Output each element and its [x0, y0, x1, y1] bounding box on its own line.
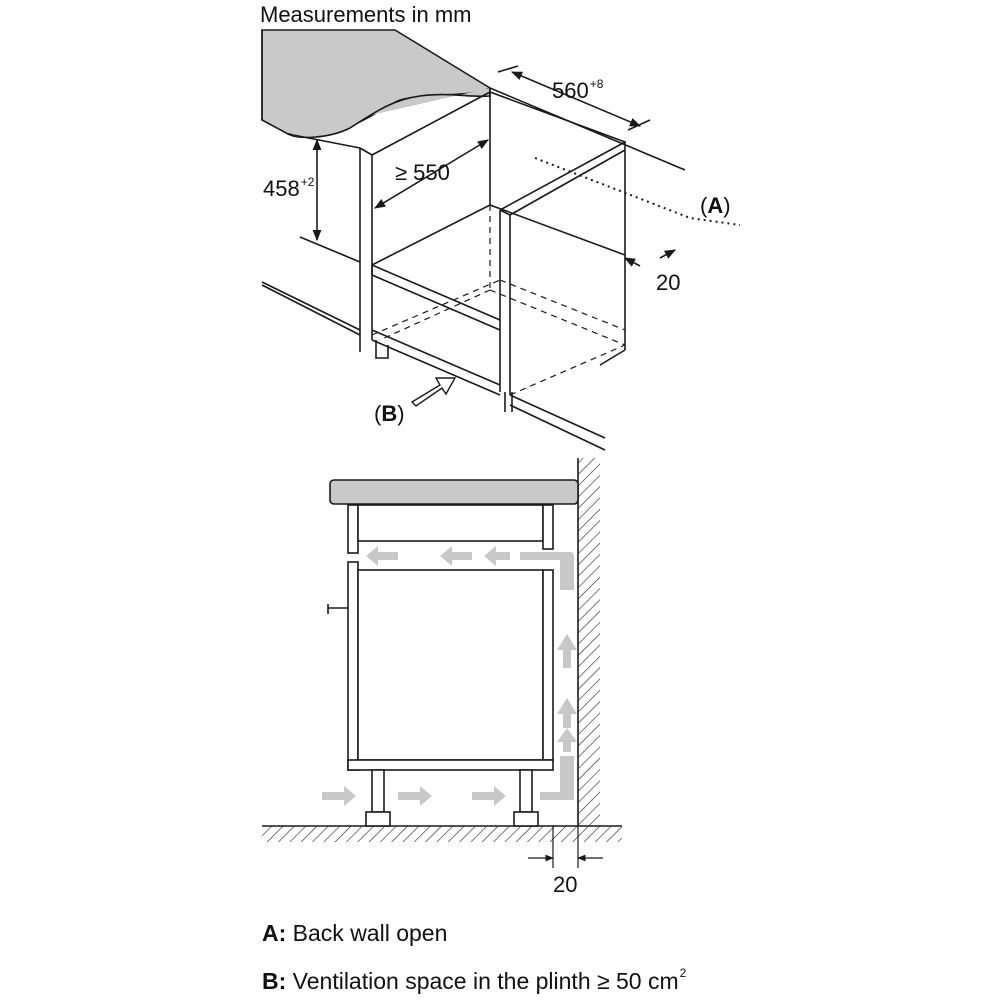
legend-text-b: Ventilation space in the plinth ≥ 50 cm: [292, 968, 679, 994]
airflow-arrow: [322, 786, 356, 806]
label-a: (A): [700, 195, 731, 217]
niche-right-wall: [499, 140, 626, 395]
airflow-arrow: [472, 786, 506, 806]
dim-458-value: 458: [263, 176, 300, 201]
label-b-close: ): [397, 401, 405, 426]
left-cabinet-top: [287, 133, 361, 149]
label-b-letter: B: [381, 401, 398, 426]
airflow-arrow-left: [484, 546, 510, 566]
plinth-vent-arrow: [410, 377, 457, 407]
hidden-lines: [371, 205, 626, 396]
niche-left-wall: [359, 91, 491, 352]
legend-text-a: Back wall open: [292, 920, 448, 946]
label-a-close: ): [723, 193, 731, 218]
cabinet-body: [357, 569, 544, 761]
dim-560-label: 560+8: [552, 77, 604, 103]
dim-20-top-value: 20: [656, 270, 681, 295]
airflow-top-bend: [520, 552, 574, 580]
drawer-front: [347, 504, 359, 554]
airflow-arrow-left: [440, 546, 472, 566]
legend-key-b: B:: [262, 968, 287, 994]
drawer-back: [542, 504, 554, 550]
countertop-slab: [261, 29, 492, 135]
countertop: [329, 479, 579, 505]
countertop-edge: [287, 88, 491, 139]
plinth-foot-front-base: [365, 811, 391, 827]
cabinet-bottom: [347, 759, 554, 771]
dim-550-value: ≥ 550: [395, 160, 450, 185]
legend-key-a: A:: [262, 920, 287, 946]
airflow-arrows: [322, 546, 577, 806]
dim-20-bottom-value: 20: [553, 872, 578, 897]
dim-560-tick-a: [497, 65, 519, 73]
dim-560-line: [510, 71, 642, 127]
plinth-foot-rear: [519, 769, 533, 813]
dim-458-tolerance: +2: [300, 175, 315, 189]
airflow-top-bend-tail: [560, 560, 574, 590]
dim-550-line: [374, 139, 489, 209]
airflow-riser: [540, 756, 574, 800]
dim-20-top-a: [624, 257, 641, 267]
page-title: Measurements in mm: [260, 2, 472, 27]
airflow-arrow-left: [366, 546, 398, 566]
dim-560-tick-b: [627, 119, 651, 131]
dim-20-bottom-label: 20: [553, 874, 577, 896]
floor-lines: [509, 349, 626, 451]
legend-sup-b: 2: [679, 966, 687, 980]
plinth-foot-front: [371, 769, 385, 813]
cabinet-back-panel: [542, 569, 554, 761]
airflow-arrow-up: [557, 728, 577, 752]
legend-item-b: B: Ventilation space in the plinth ≥ 50 …: [262, 966, 687, 995]
drawer-box: [357, 504, 544, 542]
dim-20-top-label: 20: [656, 272, 680, 294]
legend-item-a: A: Back wall open: [262, 920, 447, 947]
cabinet-front-panel: [347, 561, 359, 771]
section-view: [262, 458, 622, 868]
airflow-arrow-up: [557, 698, 577, 728]
floor-hatch: [262, 826, 622, 842]
label-a-letter: A: [707, 193, 724, 218]
door-handle: [327, 604, 348, 614]
label-b-open: (: [374, 401, 382, 426]
lower-cabinet: [261, 281, 501, 396]
airflow-arrow: [398, 786, 432, 806]
dim-550-label: ≥ 550: [395, 162, 450, 184]
plinth-foot-rear-base: [513, 811, 539, 827]
height-ref-line: [299, 236, 361, 263]
niche-floor: [371, 204, 626, 331]
dim-560-tolerance: +8: [589, 77, 604, 91]
dim-458-label: 458+2: [263, 175, 315, 201]
wall-hatch: [578, 458, 600, 826]
back-wall-open-pointer: [534, 157, 741, 226]
dim-560-value: 560: [552, 78, 589, 103]
dim-20-top-b: [659, 249, 676, 259]
label-b: (B): [374, 403, 405, 425]
airflow-arrow-up: [557, 634, 577, 668]
label-a-open: (: [700, 193, 708, 218]
perspective-view: [261, 29, 741, 451]
